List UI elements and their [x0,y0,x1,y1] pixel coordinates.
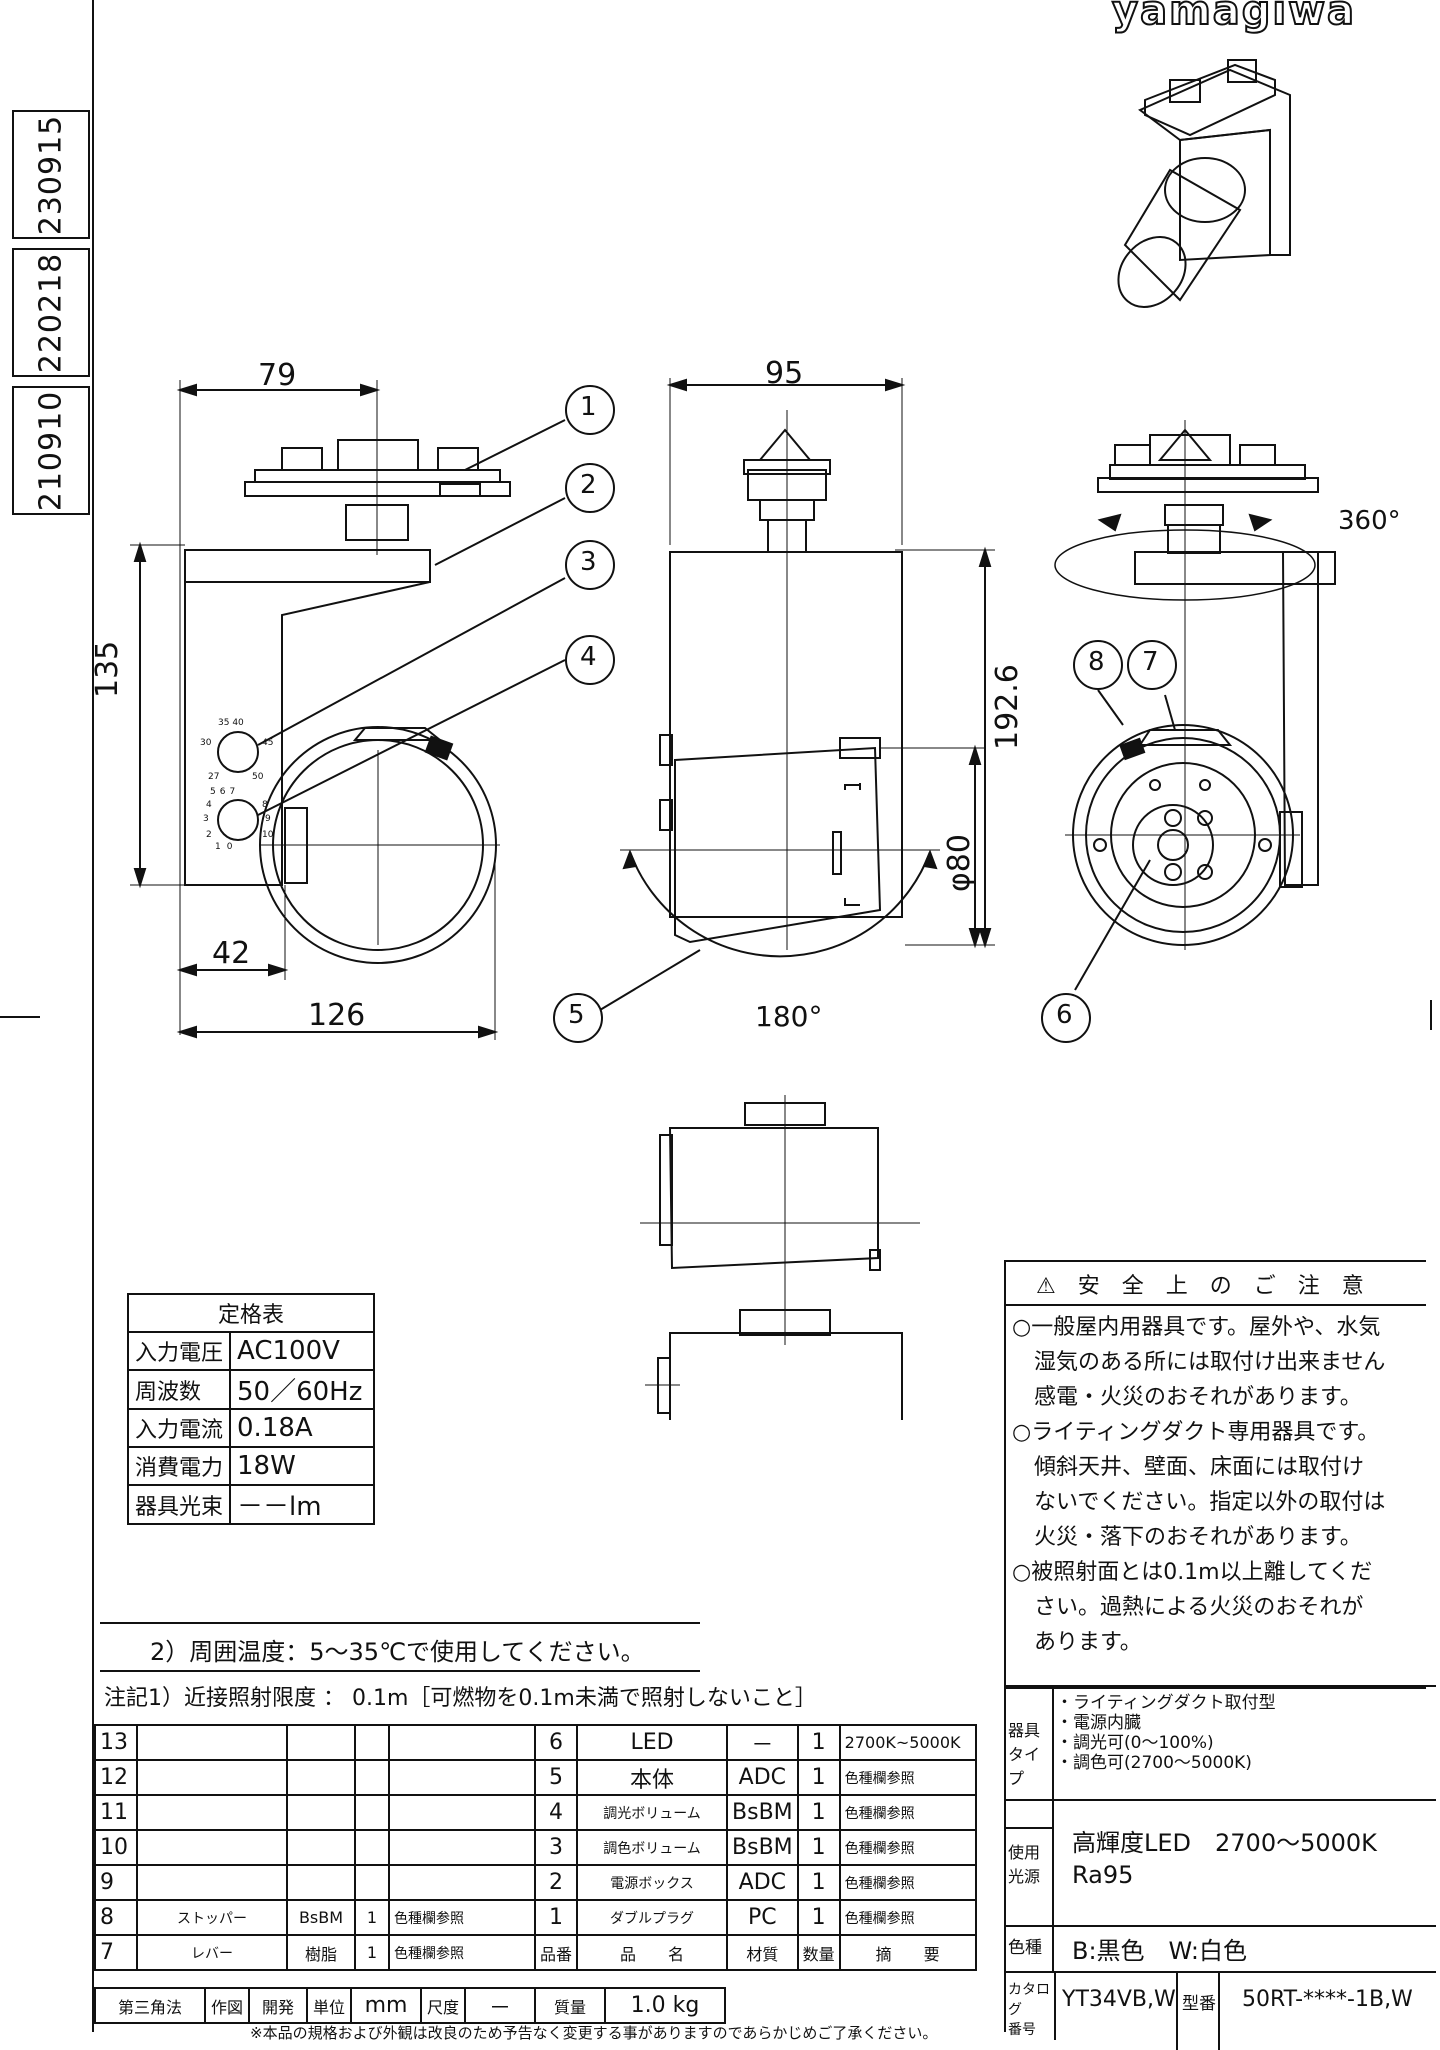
dial-label: 3 [203,814,209,824]
safety-line: ないでください。指定以外の取付は [1012,1490,1386,1515]
catalog-value: YT34VB,W [1062,1987,1176,2012]
rating-value: 0.18A [229,1408,376,1448]
rating-label: 器具光束 [126,1484,232,1525]
safety-line: 湿気のある所には取付け出来ません [1012,1350,1386,1375]
dim-79: 79 [258,358,297,393]
safety-line: さい。過熱による火災のおそれが [1012,1595,1364,1620]
callout-4: 4 [580,642,597,672]
callout-1: 1 [580,392,597,422]
revision-stamp: 230915 [12,110,90,239]
rating-value: 50／60Hz [229,1369,376,1410]
technical-drawing [130,59,1336,1420]
rear-view [1054,420,1336,991]
rating-label: 周波数 [126,1369,232,1410]
footer-row: 第三角法 作図 開発 単位 mm 尺度 － 質量 1.0 kg [94,1987,726,2024]
rating-label: 入力電流 [126,1408,232,1448]
model-label: 型番 [1176,1971,1220,2050]
callout-5: 5 [568,1000,585,1030]
catalog-label: カタログ 番号 [1006,1971,1056,2040]
dial-label: 27 [208,772,220,782]
callout-7: 7 [1142,647,1159,677]
color-label: 色種 [1006,1925,1054,1971]
dial-label: 9 [265,814,271,824]
callouts [553,385,1177,1043]
callout-8: 8 [1088,647,1105,677]
note-2: 2）周囲温度：5～35℃で使用してください。 [150,1638,645,1666]
safety-line: ○ライティングダクト専用器具です。 [1012,1420,1380,1445]
dim-95: 95 [765,356,804,391]
light-label: 使用 光源 [1006,1799,1054,1965]
rating-label: 入力電圧 [126,1331,232,1371]
side-view [130,380,566,1040]
rating-value: 18W [229,1446,376,1486]
dim-192-6: 192.6 [990,664,1025,750]
bottom-view [640,1095,920,1420]
safety-line: あります。 [1012,1630,1142,1655]
callout-2: 2 [580,470,597,500]
dial-label: 30 [200,738,212,748]
type-lines: ・ライティングダクト取付型・電源内臓・調光可(0～100%)・調色可(2700～… [1056,1693,1276,1773]
safety-line: ○被照射面とは0.1m以上離してくだ [1012,1560,1373,1585]
dial-label: 4 [206,800,212,810]
note-divider [100,1622,700,1624]
center-mark [1430,1000,1432,1030]
color-value: B:黒色 W:白色 [1072,1937,1247,1965]
model-value: 50RT-****-1B,W [1242,1987,1413,2012]
safety-box: ⚠ 安 全 上 の ご 注 意 ○一般屋内用器具です。屋外や、水気 湿気のある所… [1004,1260,1426,1689]
revision-stamp: 210910 [12,386,90,515]
dim-135: 135 [90,640,125,698]
drawing-frame [92,0,94,2032]
center-mark [0,1016,40,1018]
rating-value: －－lm [229,1484,376,1525]
dial-label: 35 40 [218,718,244,728]
safety-title: ⚠ 安 全 上 の ご 注 意 [1006,1262,1426,1306]
brand-logo: yamagiwa [1111,0,1357,35]
safety-line: 傾斜天井、壁面、床面には取付け [1012,1455,1365,1480]
dial-label: 2 [206,830,212,840]
callout-3: 3 [580,547,597,577]
rating-label: 消費電力 [126,1446,232,1486]
dim-42: 42 [212,936,251,971]
callout-6: 6 [1056,1000,1073,1030]
revision-stamp: 220218 [12,248,90,377]
dial-label: 567 [210,787,240,797]
front-view [599,378,995,1011]
dial-label: 10 [215,842,239,852]
note-divider [100,1670,700,1672]
rating-value: AC100V [229,1331,376,1371]
rating-title: 定格表 [126,1293,376,1333]
safety-line: 感電・火災のおそれがあります。 [1012,1385,1362,1410]
dial-label: 50 [252,772,264,782]
bottom-note: ※本品の規格および外観は改良のため予告なく変更する事がありますのであらかじめご了… [250,2024,938,2042]
dial-label: 45 [262,738,274,748]
safety-line: ○一般屋内用器具です。屋外や、水気 [1012,1315,1381,1340]
type-label: 器具 タイプ [1006,1687,1054,1829]
dim-phi80: φ80 [942,834,977,892]
dim-360: 360° [1338,506,1401,536]
spec-block: 器具 タイプ ・ライティングダクト取付型・電源内臓・調光可(0～100%)・調色… [1004,1685,1436,2050]
safety-line: 火災・落下のおそれがあります。 [1012,1525,1362,1550]
note-1: 注記1）近接照射限度 ： 0.1m［可燃物を0.1m未満で照射しないこと］ [104,1686,817,1711]
dim-126: 126 [308,998,366,1033]
dial-label: 8 [262,800,268,810]
dial-label: 10 [262,830,274,840]
dim-180: 180° [755,1000,823,1033]
perspective-illustration [1117,59,1291,308]
